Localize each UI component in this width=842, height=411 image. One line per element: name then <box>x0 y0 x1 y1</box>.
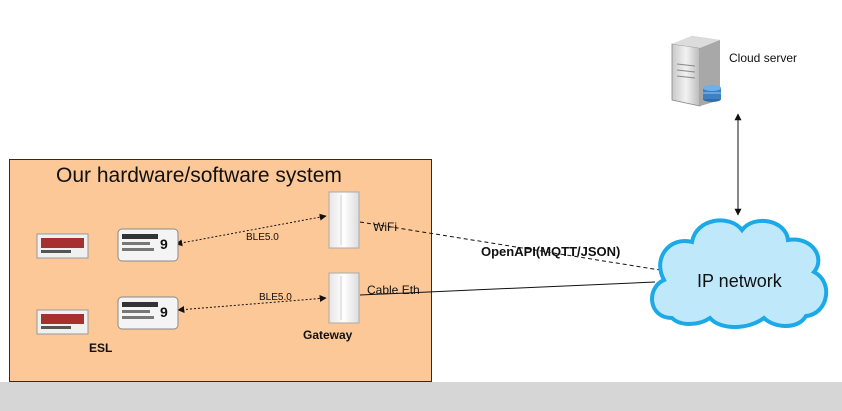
cloud-server-label: Cloud server <box>729 51 798 65</box>
ip-network-cloud-icon <box>650 218 829 329</box>
esl-price-top: 9 <box>160 236 168 252</box>
cable-eth-link <box>359 281 656 296</box>
gateway-eth <box>328 272 360 324</box>
esl-tag-white-top <box>117 228 179 262</box>
ble-link-bottom <box>177 295 327 313</box>
esl-tag-white-bottom <box>117 296 179 330</box>
esl-tag-red-top <box>36 233 89 259</box>
ble-link-top <box>175 213 327 247</box>
ble-label-top: BLE5.0 <box>246 232 279 243</box>
gateway-wifi <box>328 191 360 249</box>
ip-network-label: IP network <box>697 271 782 291</box>
esl-price-bottom: 9 <box>160 304 168 320</box>
hardware-software-system-box <box>9 159 432 382</box>
wifi-link <box>359 221 661 271</box>
ble-label-bottom: BLE5.0 <box>259 292 292 303</box>
openapi-label: OpenAPI(MQTT/JSON) <box>481 244 621 259</box>
wifi-label: WiFi <box>373 220 397 234</box>
esl-label: ESL <box>89 341 113 355</box>
cable-eth-label: Cable Eth <box>367 283 420 297</box>
footer-bar <box>0 382 842 411</box>
gateway-label: Gateway <box>303 328 353 342</box>
esl-tag-red-bottom <box>36 309 89 335</box>
cloud-server-icon <box>671 36 721 107</box>
system-title: Our hardware/software system <box>56 164 342 187</box>
